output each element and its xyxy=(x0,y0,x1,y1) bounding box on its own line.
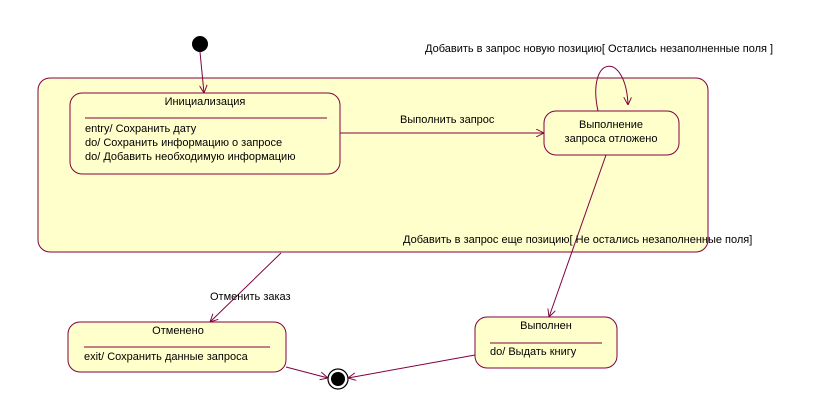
transition-execute-request-label: Выполнить запрос xyxy=(400,114,495,126)
state-pending: Выполнение запроса отложено xyxy=(543,110,680,156)
state-done-name: Выполнен xyxy=(520,320,572,332)
activity-do-save: do/ Сохранить информацию о запросе xyxy=(85,137,282,149)
transition-cancel-order xyxy=(210,252,282,322)
activity-entry: entry/ Сохранить дату xyxy=(85,123,197,135)
transition-cancel-order-label: Отменить заказ xyxy=(210,291,291,303)
transition-cancelled-to-final xyxy=(285,366,328,378)
state-initialization-name: Инициализация xyxy=(165,96,246,108)
transition-add-position-loop xyxy=(595,65,628,112)
initial-transition xyxy=(200,51,204,93)
state-cancelled-name: Отменено xyxy=(152,325,204,337)
activity-do-issue: do/ Выдать книгу xyxy=(490,346,577,358)
state-pending-name-line2: запроса отложено xyxy=(565,133,658,145)
state-pending-name-line1: Выполнение xyxy=(579,119,643,131)
transition-add-position-exit-label: Добавить в запрос еще позицию[ Не остали… xyxy=(403,234,752,246)
final-node xyxy=(327,368,349,390)
state-done: Выполнен do/ Выдать книгу xyxy=(474,316,618,369)
initial-node xyxy=(192,36,208,52)
state-cancelled: Отменено exit/ Сохранить данные запроса xyxy=(67,321,287,373)
transition-done-to-final xyxy=(348,354,476,378)
transition-add-position-loop-label: Добавить в запрос новую позицию[ Осталис… xyxy=(425,43,773,55)
activity-do-add: do/ Добавить необходимую информацию xyxy=(85,151,295,163)
state-initialization: Инициализация entry/ Сохранить дату do/ … xyxy=(69,92,341,175)
transition-add-position-exit xyxy=(549,154,607,317)
activity-exit: exit/ Сохранить данные запроса xyxy=(84,351,249,363)
